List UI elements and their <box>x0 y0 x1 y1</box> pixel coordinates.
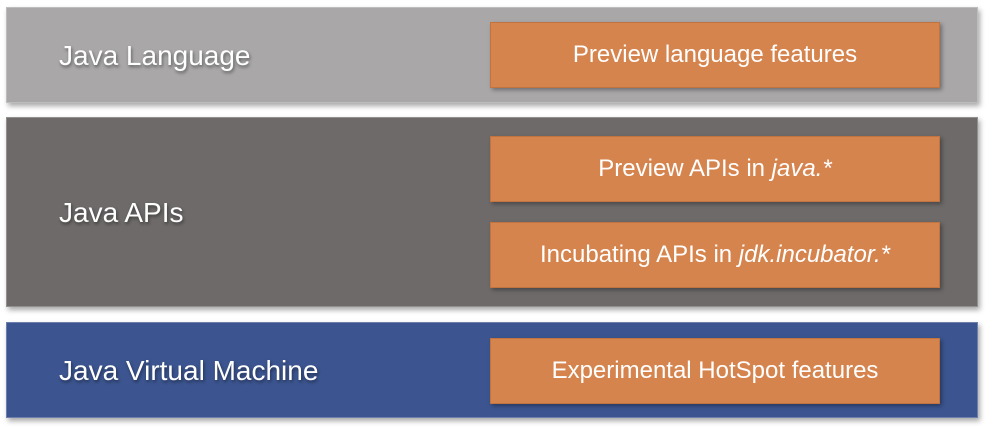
incubating-apis-package: jdk.incubator.* <box>738 241 890 268</box>
experimental-hotspot-features-box: Experimental HotSpot features <box>490 338 940 404</box>
java-virtual-machine-label: Java Virtual Machine <box>59 355 319 386</box>
preview-apis-package: java.* <box>771 155 832 182</box>
preview-language-features-text: Preview language features <box>572 41 858 68</box>
java-language-label: Java Language <box>59 40 251 71</box>
java-virtual-machine-layer: Java Virtual Machine Experimental HotSpo… <box>6 322 978 418</box>
preview-language-features-box: Preview language features <box>490 22 940 88</box>
java-apis-layer: Java APIs Preview APIs in java.* Incubat… <box>6 117 978 307</box>
java-apis-label: Java APIs <box>59 197 184 228</box>
preview-apis-box: Preview APIs in java.* <box>490 136 940 202</box>
incubating-apis-text: Incubating APIs in <box>540 241 739 268</box>
java-language-layer: Java Language Preview language features <box>6 7 978 103</box>
experimental-hotspot-features-text: Experimental HotSpot features <box>551 357 879 384</box>
incubating-apis-box: Incubating APIs in jdk.incubator.* <box>490 222 940 288</box>
preview-apis-text: Preview APIs in <box>598 155 772 182</box>
